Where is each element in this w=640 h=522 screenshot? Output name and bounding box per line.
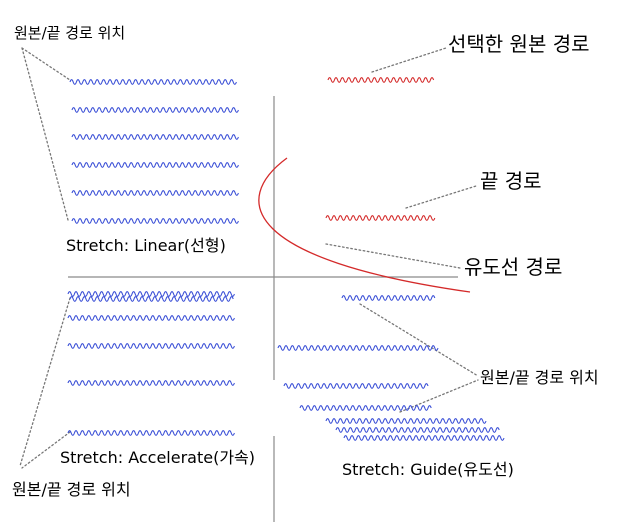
guide-blend-wave-5 bbox=[325, 418, 487, 424]
guide-blend-wave-4 bbox=[299, 405, 432, 411]
guide-blend-wave-3 bbox=[283, 383, 429, 389]
leader-selected-original bbox=[371, 47, 447, 73]
label-stretch-accelerate: Stretch: Accelerate(가속) bbox=[60, 448, 256, 467]
linear-blend-wave-3 bbox=[71, 134, 239, 140]
label-endpoints-bottom: 원본/끝 경로 위치 bbox=[12, 480, 131, 499]
label-endpoints-right: 원본/끝 경로 위치 bbox=[480, 368, 599, 387]
label-endpoints-top: 원본/끝 경로 위치 bbox=[14, 24, 126, 42]
accelerate-blend-wave-4 bbox=[67, 343, 235, 349]
leader-end-path bbox=[405, 185, 477, 209]
label-stretch-linear: Stretch: Linear(선형) bbox=[66, 236, 226, 255]
guide-blend-wave-7 bbox=[343, 435, 505, 441]
accelerate-blend-wave-6 bbox=[67, 430, 235, 436]
linear-blend-wave-4 bbox=[71, 162, 239, 168]
label-guide-path: 유도선 경로 bbox=[464, 255, 563, 279]
leader-guide-path bbox=[325, 243, 461, 269]
guide-blend-wave-2 bbox=[277, 345, 439, 351]
accelerate-blend-wave-1 bbox=[67, 291, 235, 297]
leader-top-to-last bbox=[21, 47, 69, 221]
accelerate-blend-wave-2 bbox=[69, 296, 234, 302]
leader-top-to-first bbox=[21, 47, 71, 81]
linear-blend-wave-5 bbox=[71, 190, 239, 196]
guide-blend-wave-6 bbox=[335, 427, 500, 433]
end-path bbox=[325, 215, 436, 221]
leader-right-to-top-wave bbox=[359, 303, 479, 377]
leader-right-to-bottom-wave bbox=[399, 379, 479, 413]
leader-bottom-to-last bbox=[21, 431, 71, 469]
quadrant-axes bbox=[68, 96, 458, 522]
accelerate-blend-wave-3 bbox=[67, 315, 235, 321]
linear-blend-wave-1 bbox=[69, 79, 237, 85]
linear-blend-wave-2 bbox=[71, 107, 239, 113]
label-selected-original-path: 선택한 원본 경로 bbox=[448, 32, 590, 56]
leader-bottom-to-first bbox=[19, 297, 71, 467]
accelerate-blend-wave-5 bbox=[67, 380, 235, 386]
wave-paths bbox=[67, 77, 505, 441]
label-end-path: 끝 경로 bbox=[480, 169, 542, 193]
selected-original-path bbox=[327, 77, 435, 83]
label-stretch-guide: Stretch: Guide(유도선) bbox=[342, 460, 514, 479]
guide-curve bbox=[258, 157, 471, 293]
linear-blend-wave-6 bbox=[71, 218, 239, 224]
leader-lines bbox=[19, 47, 479, 469]
guide-blend-wave-1 bbox=[341, 295, 436, 301]
